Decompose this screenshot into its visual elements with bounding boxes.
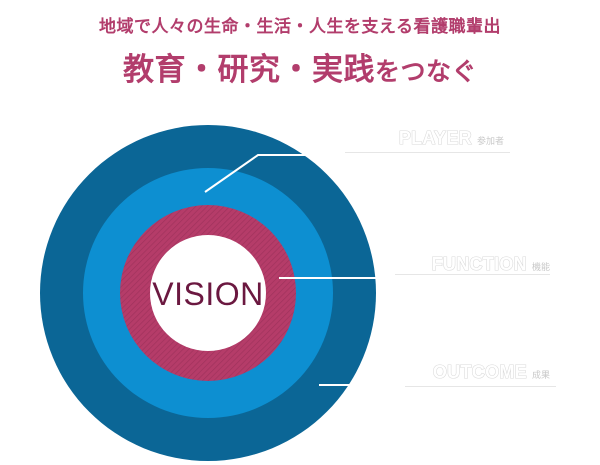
subtitle: 地域で人々の生命・生活・人生を支える看護職輩出 [99, 17, 501, 37]
outcome-label-en: OUTCOME [433, 362, 527, 382]
player-label: PLAYER 参加者 [399, 128, 504, 148]
outcome-label: OUTCOME 成果 [433, 362, 550, 382]
title-main: 教育・研究・実践 [122, 52, 375, 88]
player-label-ja: 参加者 [477, 135, 504, 147]
function-label-en: FUNCTION [432, 254, 527, 274]
title-tail: をつなぐ [374, 57, 477, 86]
function-label-ja: 機能 [532, 261, 550, 273]
outcome-label-ja: 成果 [532, 369, 550, 381]
vision-label: VISION [152, 276, 263, 312]
player-label-en: PLAYER [399, 128, 472, 148]
vision-core [150, 235, 266, 351]
function-label: FUNCTION 機能 [432, 254, 550, 274]
player-leader-line [204, 154, 345, 193]
page-title: 教育・研究・実践をつなぐ [0, 44, 600, 89]
